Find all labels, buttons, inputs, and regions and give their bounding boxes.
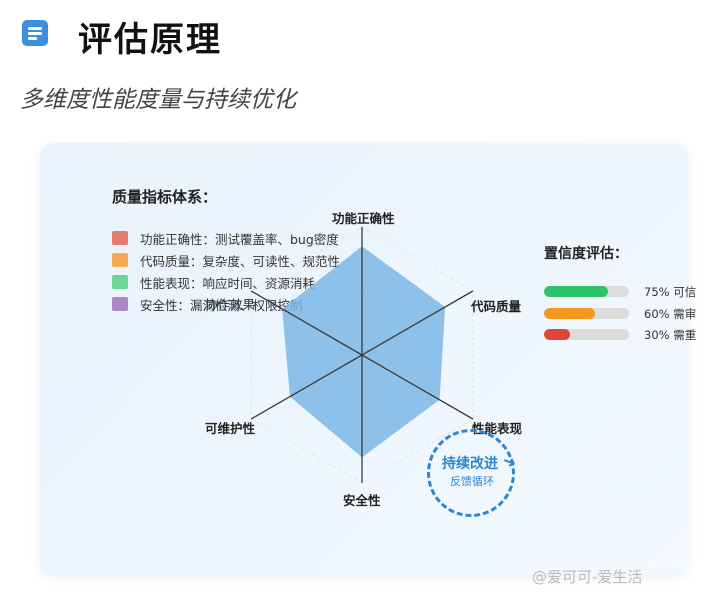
confidence-bar-fill <box>544 308 595 319</box>
radar-axis-label-maintainability: 可维护性 <box>205 421 256 436</box>
confidence-bar-fill <box>544 286 608 297</box>
radar-axis-label-collaboration: 协作效果 <box>205 297 256 312</box>
feedback-loop-circle <box>427 429 515 517</box>
legend-swatch <box>112 231 128 245</box>
document-icon <box>22 20 48 46</box>
radar-axis-label-security: 安全性 <box>343 493 381 508</box>
legend-swatch <box>112 297 128 311</box>
confidence-bar-high <box>544 286 629 297</box>
legend-label: 代码质量：复杂度、可读性、规范性 <box>140 253 341 269</box>
page-subtitle: 多维度性能度量与持续优化 <box>20 87 296 113</box>
feedback-sub-label: 反馈循环 <box>450 475 494 488</box>
confidence-bar-fill <box>544 329 570 340</box>
radar-axis-label-code-quality: 代码质量 <box>471 299 522 314</box>
legend-title: 质量指标体系： <box>112 188 218 206</box>
confidence-bar-medium <box>544 308 629 319</box>
page-title: 评估原理 <box>78 20 222 60</box>
legend-label: 性能表现：响应时间、资源消耗 <box>140 275 316 291</box>
legend-swatch <box>112 275 128 289</box>
legend-item-performance: 性能表现：响应时间、资源消耗 <box>112 273 315 291</box>
confidence-label-medium: 60% 需审 <box>644 307 697 321</box>
confidence-label-high: 75% 可信 <box>644 285 697 299</box>
legend-label: 功能正确性：测试覆盖率、bug密度 <box>140 231 339 247</box>
legend-item-functional-correctness: 功能正确性：测试覆盖率、bug密度 <box>112 229 339 247</box>
confidence-label-low: 30% 需重 <box>644 328 697 342</box>
legend-item-code-quality: 代码质量：复杂度、可读性、规范性 <box>112 251 340 269</box>
confidence-title: 置信度评估： <box>544 246 628 262</box>
feedback-main-label: 持续改进 <box>442 456 498 472</box>
radar-axis-label-functional-correctness: 功能正确性 <box>332 211 395 226</box>
legend-swatch <box>112 253 128 267</box>
watermark: @爱可可-爱生活 <box>532 568 643 586</box>
confidence-bar-low <box>544 329 629 340</box>
